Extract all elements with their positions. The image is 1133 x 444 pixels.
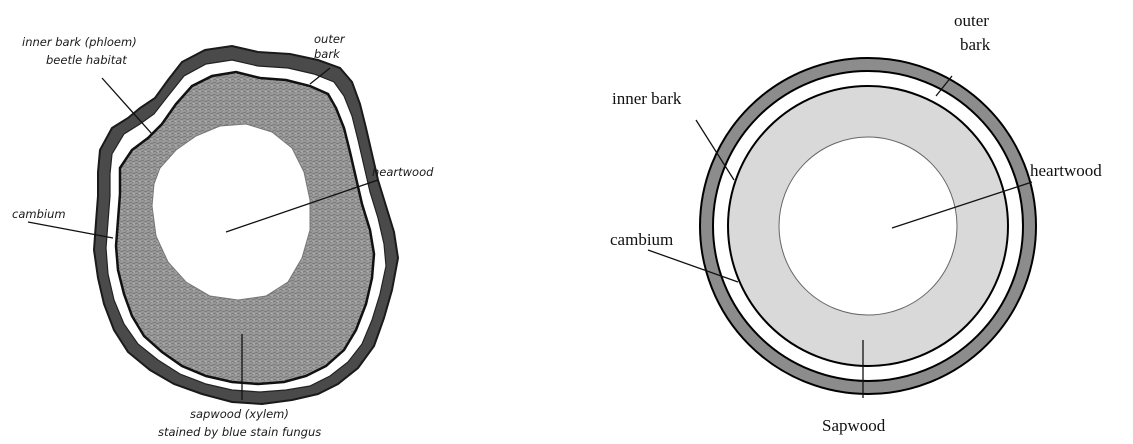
sketch-heartwood-label: heartwood [372, 165, 434, 179]
sketch-outer-bark-label-1: outer [314, 32, 346, 46]
schematic-heartwood [779, 137, 957, 315]
sketch-beetle-habitat-label: beetle habitat [46, 53, 127, 67]
schematic-outer-bark-label-2: bark [960, 35, 991, 54]
sketch-outer-bark-label-2: bark [314, 47, 341, 61]
sketch-inner-bark-label: inner bark (phloem) [22, 35, 137, 49]
schematic-cross-section [700, 58, 1036, 394]
schematic-cambium-label: cambium [610, 230, 673, 249]
schematic-inner-bark-label: inner bark [612, 89, 682, 108]
sketch-blue-stain-label: stained by blue stain fungus [158, 425, 321, 439]
sketch-cambium-label: cambium [12, 207, 66, 221]
schematic-sapwood-label: Sapwood [822, 416, 886, 435]
schematic-outer-bark-label-1: outer [954, 11, 989, 30]
schematic-heartwood-label: heartwood [1030, 161, 1102, 180]
sketch-sapwood-label: sapwood (xylem) [190, 407, 289, 421]
